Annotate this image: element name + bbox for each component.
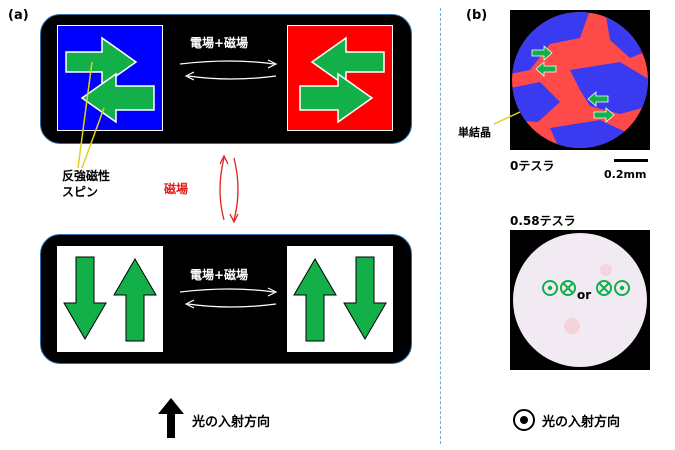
white-domain-square-right (287, 246, 393, 352)
scale-label: 0.2mm (604, 168, 647, 181)
light-direction-label-b: 光の入射方向 (542, 415, 621, 430)
left-arrow-icon (80, 72, 155, 124)
single-crystal-pointer (493, 111, 521, 125)
panel-b-label: (b) (466, 8, 488, 23)
domain-image-058t: or (510, 230, 650, 370)
right-arrow-icon (299, 72, 374, 124)
bottom-field-label: 電場+磁場 (190, 268, 249, 282)
blue-domain-square (57, 25, 163, 131)
mag-field-label: 磁場 (164, 182, 189, 196)
up-arrow-icon (113, 258, 157, 342)
panel-a-label: (a) (8, 8, 29, 23)
down-up-spin-arrows (63, 256, 157, 342)
left-arrow-icon (310, 36, 385, 88)
right-arrow-icon (65, 36, 138, 88)
white-domain-square-left (57, 246, 163, 352)
domain-map-0t (512, 12, 648, 148)
light-direction-label-a: 光の入射方向 (192, 415, 271, 430)
field-058t-label: 0.58テスラ (510, 214, 576, 228)
bottom-reversible-arrows (179, 287, 278, 309)
top-field-label: 電場+磁場 (190, 36, 249, 50)
top-reversible-arrows (179, 59, 278, 81)
light-out-of-page-icon (513, 409, 535, 431)
down-arrow-icon (63, 256, 107, 340)
or-label: or (577, 288, 592, 302)
field-0t-label: 0テスラ (510, 159, 555, 173)
down-arrow-icon (343, 256, 387, 340)
up-arrow-icon (293, 258, 337, 342)
single-crystal-label: 単結晶 (458, 126, 491, 139)
domain-image-0t (510, 10, 650, 150)
red-domain-square (287, 25, 393, 131)
spin-pointer-lines (77, 61, 105, 169)
antiferro-spin-label: 反強磁性 スピン (62, 168, 110, 200)
panel-divider (440, 8, 441, 444)
mag-field-reversible-arrows (219, 154, 239, 224)
left-right-spin-arrows (299, 36, 385, 124)
up-down-spin-arrows (293, 256, 387, 342)
light-up-arrow-icon (158, 398, 184, 438)
domain-map-058t (513, 233, 647, 367)
spin-label-line1: 反強磁性 (62, 169, 111, 183)
scale-bar (614, 159, 648, 162)
right-left-spin-arrows (65, 36, 155, 124)
spin-label-line2: スピン (62, 185, 99, 199)
